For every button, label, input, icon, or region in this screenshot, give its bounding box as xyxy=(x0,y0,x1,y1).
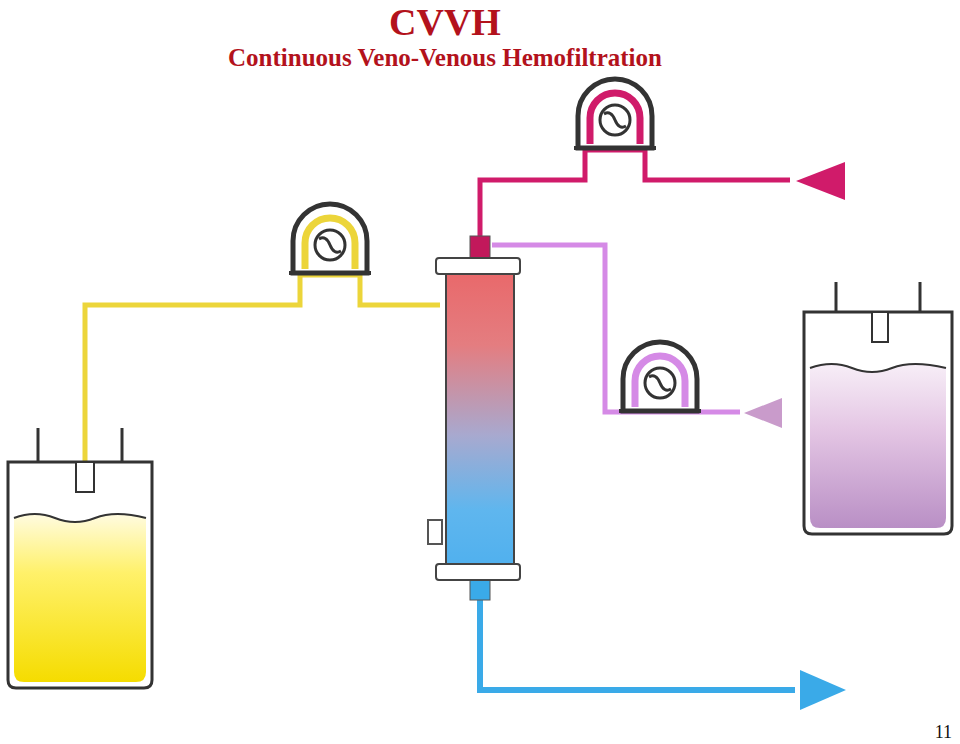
page-number: 11 xyxy=(935,722,952,743)
roller-pump xyxy=(574,79,656,148)
roller-pump xyxy=(289,204,371,273)
roller-pump xyxy=(619,342,701,411)
slide-title: CVVH xyxy=(0,0,890,44)
slide-subtitle: Continuous Veno-Venous Hemofiltration xyxy=(0,44,890,72)
